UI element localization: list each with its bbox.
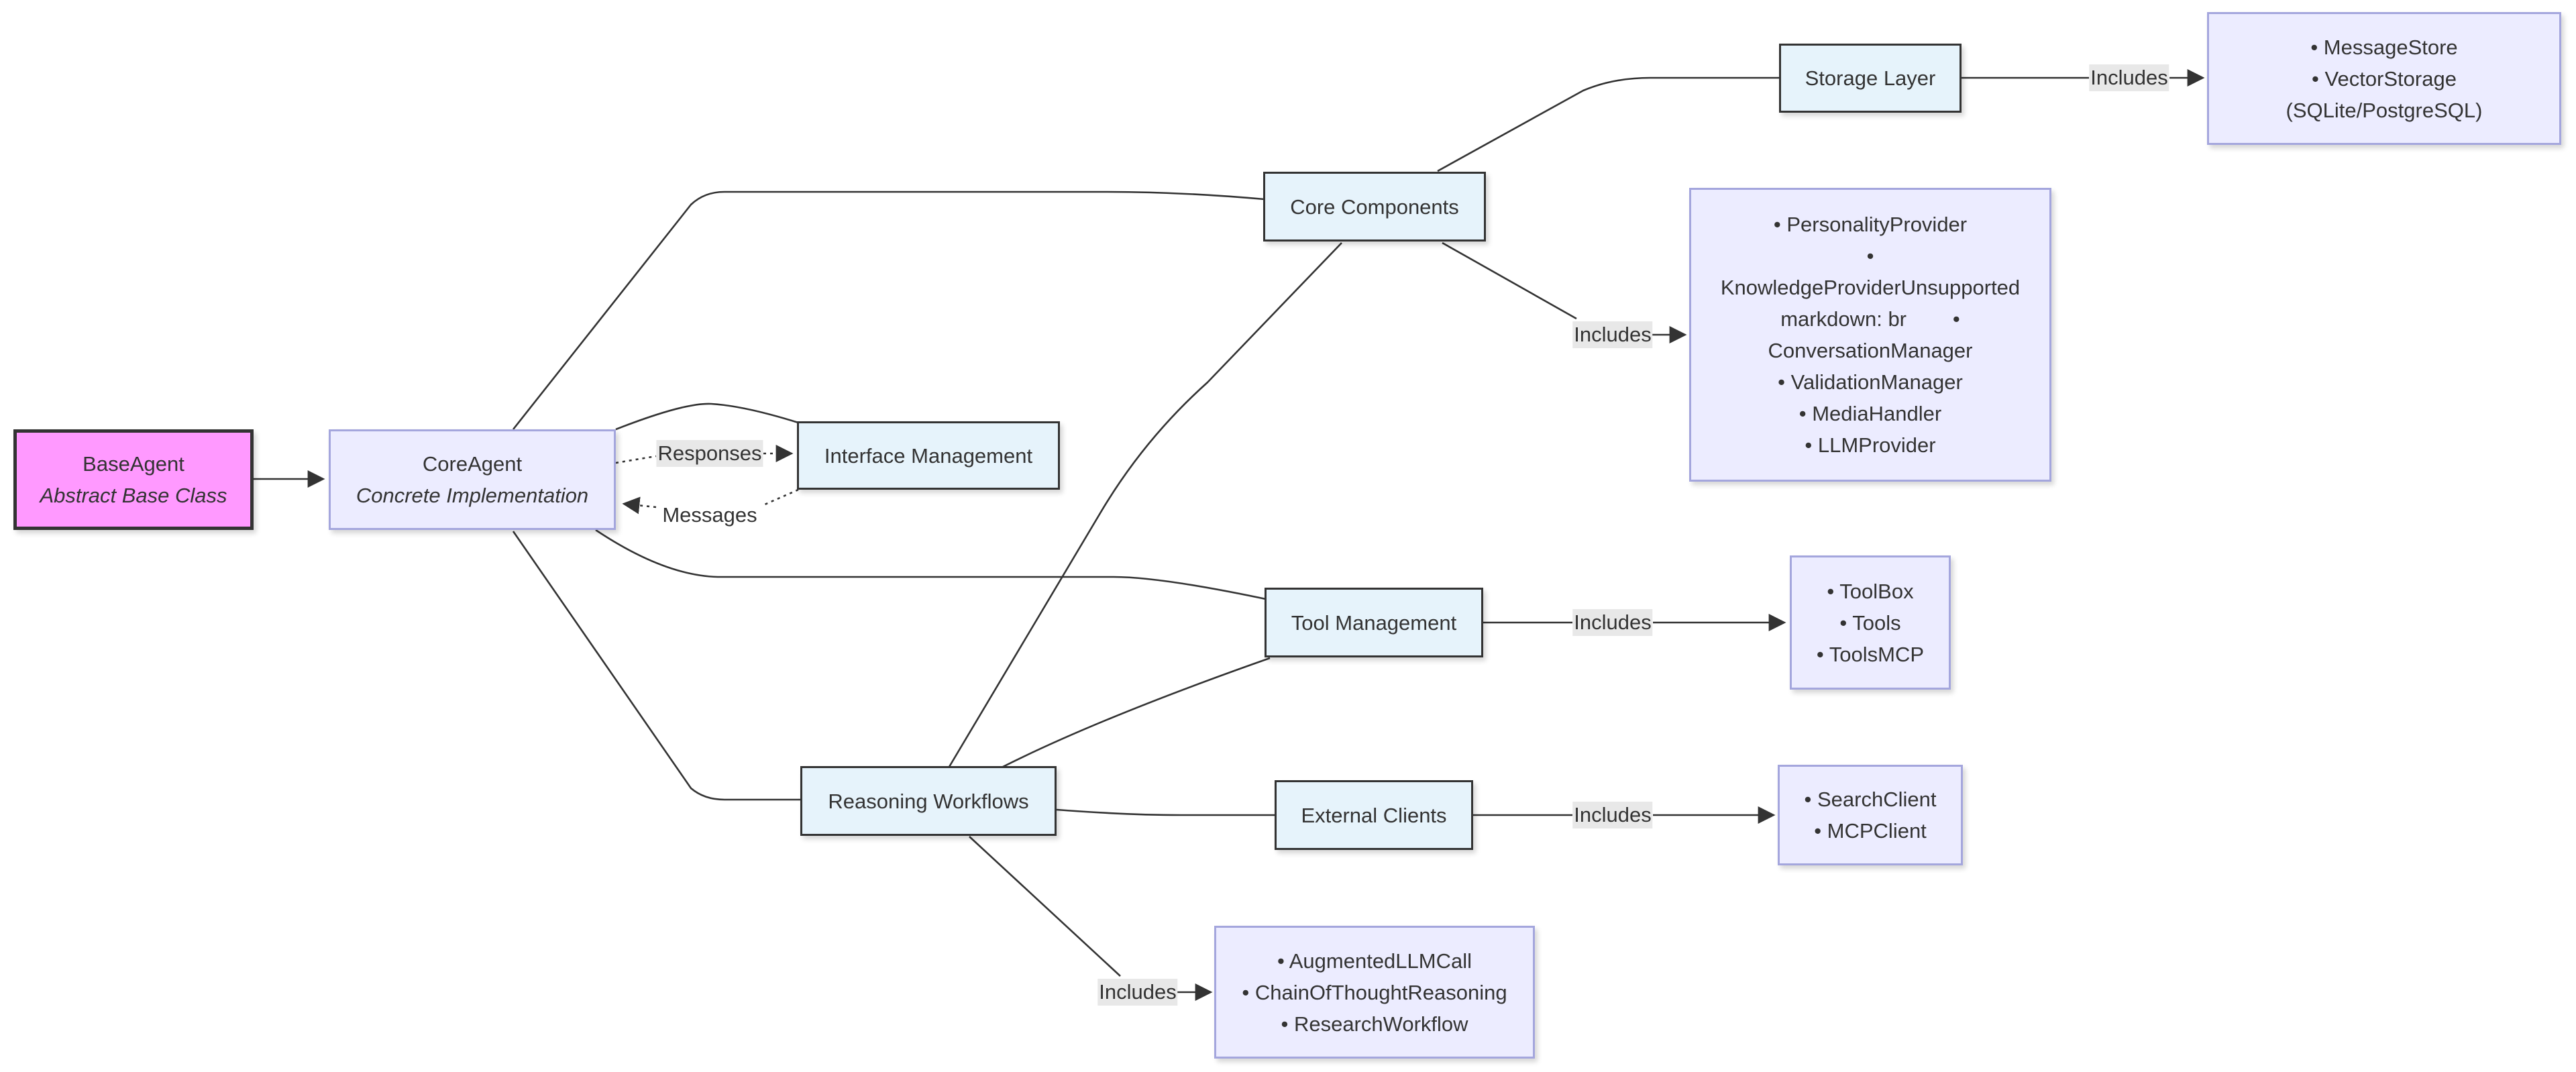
reasoning-workflows-node[interactable]: Reasoning Workflows (800, 766, 1057, 836)
core-item-line: • PersonalityProvider (1773, 213, 1968, 236)
storage-item-line: (SQLite/PostgreSQL) (2286, 98, 2483, 122)
core-item-line: KnowledgeProviderUnsupported (1720, 276, 2021, 299)
interface-management-node[interactable]: Interface Management (797, 421, 1060, 490)
core-item-line: • MediaHandler (1799, 402, 1942, 425)
core-agent-title: CoreAgent (422, 452, 523, 476)
tool-items-node[interactable]: • ToolBox • Tools • ToolsMCP (1790, 555, 1951, 690)
core-item-line: • LLMProvider (1805, 433, 1936, 457)
edge-core-to-reasoning (512, 531, 802, 801)
core-item-line: ConversationManager (1768, 339, 1973, 362)
edge-reasoning-to-items (969, 836, 1211, 992)
core-item-line: markdown: br • (1780, 307, 1960, 331)
edge-core-to-core-components (512, 191, 1265, 430)
external-item-line: • MCPClient (1814, 819, 1927, 843)
core-item-line: • (1866, 244, 1874, 268)
reasoning-item-line: • ResearchWorkflow (1281, 1012, 1468, 1036)
edge-label-messages: Messages (661, 502, 759, 529)
base-agent-subtitle: Abstract Base Class (40, 484, 227, 507)
core-agent-node[interactable]: CoreAgent Concrete Implementation (329, 429, 616, 530)
core-items-node[interactable]: • PersonalityProvider • KnowledgeProvide… (1689, 188, 2051, 482)
edge-core-to-interface (615, 403, 799, 431)
storage-layer-label: Storage Layer (1805, 66, 1936, 90)
storage-layer-node[interactable]: Storage Layer (1779, 44, 1962, 113)
external-item-line: • SearchClient (1804, 788, 1937, 811)
edge-reasoning-to-core-components (948, 242, 1342, 767)
edge-reasoning-to-external (1056, 808, 1276, 816)
edge-responses (615, 453, 792, 463)
core-components-label: Core Components (1290, 195, 1459, 219)
tool-item-line: • ToolsMCP (1816, 642, 1925, 666)
storage-items-node[interactable]: • MessageStore • VectorStorage (SQLite/P… (2207, 12, 2561, 145)
edge-label-includes-tool: Includes (1572, 609, 1653, 636)
reasoning-item-line: • ChainOfThoughtReasoning (1242, 980, 1507, 1004)
edge-label-includes-external: Includes (1572, 802, 1653, 828)
edge-messages (624, 490, 799, 507)
core-components-node[interactable]: Core Components (1263, 172, 1486, 242)
storage-item-line: • MessageStore (2310, 35, 2458, 59)
external-clients-node[interactable]: External Clients (1275, 780, 1473, 850)
tool-item-line: • Tools (1839, 610, 1901, 635)
edge-core-to-tool (595, 529, 1267, 600)
edge-label-includes-storage: Includes (2089, 64, 2169, 91)
tool-management-label: Tool Management (1291, 610, 1457, 635)
base-agent-node[interactable]: BaseAgent Abstract Base Class (13, 429, 254, 530)
edge-label-includes-core: Includes (1572, 321, 1653, 348)
core-agent-subtitle: Concrete Implementation (356, 484, 589, 507)
external-clients-label: External Clients (1301, 803, 1447, 827)
tool-item-line: • ToolBox (1827, 579, 1914, 603)
tool-management-node[interactable]: Tool Management (1265, 588, 1483, 657)
reasoning-workflows-label: Reasoning Workflows (828, 789, 1029, 813)
edge-reasoning-to-tool (1002, 657, 1271, 768)
external-items-node[interactable]: • SearchClient • MCPClient (1778, 765, 1963, 865)
interface-management-label: Interface Management (824, 443, 1033, 468)
reasoning-items-node[interactable]: • AugmentedLLMCall • ChainOfThoughtReaso… (1214, 926, 1535, 1059)
edge-core-components-to-storage (1437, 76, 1779, 172)
edge-core-components-to-items (1442, 242, 1685, 335)
core-item-line: • ValidationManager (1778, 370, 1963, 394)
edge-label-includes-reasoning: Includes (1097, 979, 1178, 1006)
edge-label-responses: Responses (656, 440, 763, 467)
base-agent-title: BaseAgent (83, 452, 184, 476)
storage-item-line: • VectorStorage (2312, 66, 2457, 91)
reasoning-item-line: • AugmentedLLMCall (1277, 949, 1472, 973)
